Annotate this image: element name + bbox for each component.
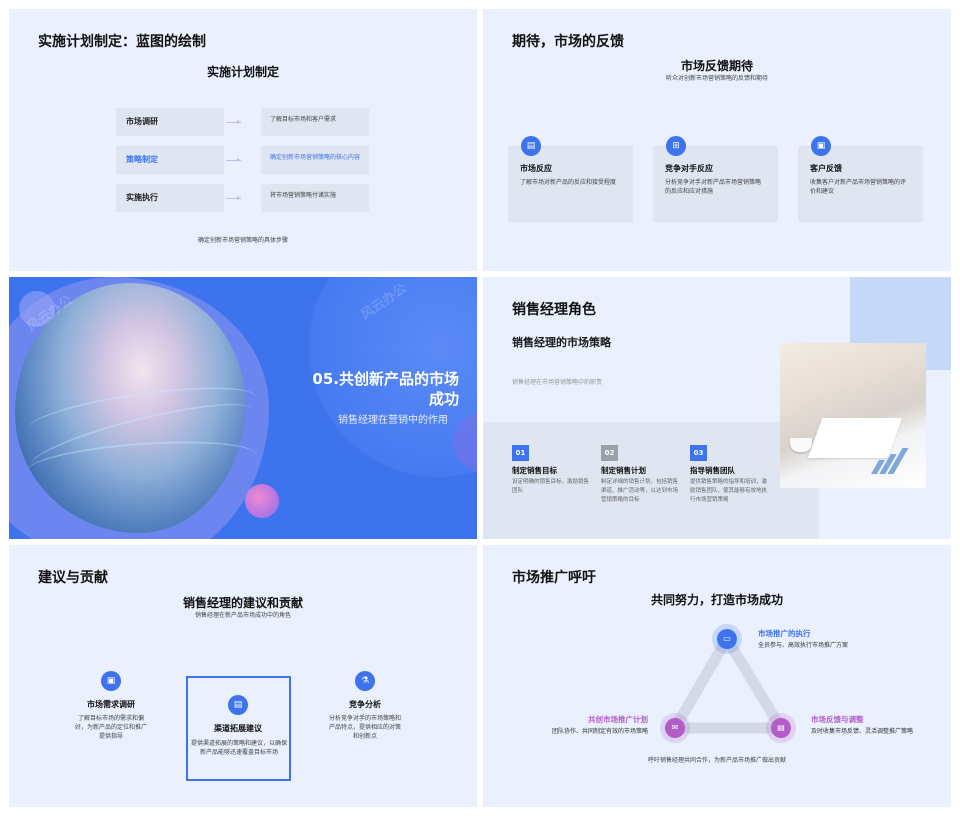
document-icon: ▤ bbox=[521, 136, 541, 156]
slide-sales-manager-role[interactable]: 销售经理角色 销售经理的市场策略 销售经理在市场营销策略中的职责 01 制定销售… bbox=[483, 277, 951, 539]
slide-caption: 销售经理在新产品市场成功中的角色 bbox=[194, 612, 291, 619]
step-description: 了解目标市场和客户需求 bbox=[261, 108, 369, 136]
item-desc: 设定明确的销售目标，激励销售团队 bbox=[512, 479, 590, 494]
card-desc: 了解市场对新产品的反应和接受程度 bbox=[520, 179, 617, 186]
chat-icon: ▭ bbox=[717, 629, 737, 649]
hierarchy-icon: ⊞ bbox=[666, 136, 686, 156]
item-number-badge: 02 bbox=[601, 445, 618, 461]
column-title: 渠道拓展建议 bbox=[214, 724, 262, 733]
item-title: 指导销售团队 bbox=[690, 466, 735, 475]
slide-implementation-plan[interactable]: 实施计划制定：蓝图的绘制 实施计划制定 市场调研 了解目标市场和客户需求 策略制… bbox=[9, 9, 477, 271]
slide-heading: 实施计划制定：蓝图的绘制 bbox=[38, 34, 206, 50]
decorative-sphere bbox=[245, 484, 279, 518]
feedback-card: 竞争对手反应 分析竞争对手对新产品市场营销策略的反应和应对措施 bbox=[653, 146, 778, 222]
slide-market-feedback[interactable]: 期待，市场的反馈 市场反馈期待 听众对创新市场营销策略的反馈和期待 市场反应 了… bbox=[483, 9, 951, 271]
step-description: 将市场营销策略付诸实施 bbox=[261, 184, 369, 212]
node-desc: 全员参与、高效执行市场推广方案 bbox=[758, 642, 849, 649]
slide-subheading: 市场反馈期待 bbox=[680, 59, 753, 73]
feedback-card: 市场反应 了解市场对新产品的反应和接受程度 bbox=[508, 146, 633, 222]
card-title: 竞争对手反应 bbox=[665, 164, 713, 173]
card-title: 市场反应 bbox=[520, 164, 552, 173]
triangle-shape bbox=[669, 633, 787, 734]
document-icon: ▤ bbox=[771, 718, 791, 738]
item-desc: 制定详细的销售计划，包括销售渠道、推广活动等，以达到市场营销策略的目标 bbox=[601, 479, 679, 503]
cup-shape bbox=[790, 438, 812, 452]
slide-subheading: 共同努力，打造市场成功 bbox=[650, 593, 783, 607]
column-title: 竞争分析 bbox=[349, 700, 381, 709]
slide-footer: 确定创新市场营销策略的具体步骤 bbox=[197, 237, 288, 244]
card-title: 客户反馈 bbox=[810, 164, 842, 173]
slide-caption: 销售经理在市场营销策略中的职责 bbox=[512, 379, 603, 386]
step-market-research: 市场调研 bbox=[116, 108, 224, 136]
document-icon: ▤ bbox=[228, 695, 248, 715]
slide-heading: 销售经理角色 bbox=[512, 302, 596, 318]
slide-heading: 建议与贡献 bbox=[38, 570, 108, 586]
slide-market-call[interactable]: 市场推广呼吁 共同努力，打造市场成功 ▭ ✉ ▤ 市场推广的执行 全员参与、高效… bbox=[483, 545, 951, 807]
image-icon: ▣ bbox=[811, 136, 831, 156]
triangle-diagram bbox=[669, 633, 787, 734]
content-band bbox=[483, 422, 819, 539]
item-desc: 提供销售策略的指导和培训，激励销售团队，使其能够有效地执行市场营销策略 bbox=[690, 479, 768, 503]
paper-shape bbox=[807, 418, 903, 458]
slide-section-cover[interactable]: 风云办公 风云办公 05.共创新产品的市场成功 销售经理在营销中的作用 bbox=[9, 277, 477, 539]
slide-subheading: 实施计划制定 bbox=[206, 65, 279, 79]
slide-subheading: 销售经理的建议和贡献 bbox=[182, 596, 303, 610]
abstract-art-image bbox=[15, 283, 259, 533]
column-desc: 了解目标市场的需求和偏好，为新产品的定位和推广提供指导 bbox=[74, 715, 147, 740]
item-number-badge: 03 bbox=[690, 445, 707, 461]
item-title: 制定销售计划 bbox=[601, 466, 646, 475]
decorative-circle bbox=[19, 291, 55, 327]
card-desc: 收集客户对新产品市场营销策略的评价和建议 bbox=[810, 179, 907, 195]
office-desk-photo bbox=[780, 343, 926, 488]
slide-subheading: 销售经理的市场策略 bbox=[512, 336, 611, 349]
node-desc: 团队协作、共同制定有效的市场策略 bbox=[551, 728, 648, 735]
image-icon: ▣ bbox=[101, 671, 121, 691]
item-title: 制定销售目标 bbox=[512, 466, 557, 475]
step-description: 确定创新市场营销策略的核心内容 bbox=[261, 146, 369, 174]
mail-icon: ✉ bbox=[665, 718, 685, 738]
step-strategy: 策略制定 bbox=[116, 146, 224, 174]
slide-footer: 呼吁销售经理共同合作，为新产品市场推广做出贡献 bbox=[647, 757, 786, 764]
slide-heading: 市场推广呼吁 bbox=[512, 570, 596, 586]
highlight-box bbox=[186, 676, 291, 781]
slide-caption: 听众对创新市场营销策略的反馈和期待 bbox=[665, 75, 768, 82]
slide-heading: 期待，市场的反馈 bbox=[512, 34, 624, 50]
node-title: 共创市场推广计划 bbox=[588, 715, 648, 724]
arrow-right-icon bbox=[226, 196, 241, 200]
slide-suggestions[interactable]: 建议与贡献 销售经理的建议和贡献 销售经理在新产品市场成功中的角色 ▣ 市场需求… bbox=[9, 545, 477, 807]
node-title: 市场推广的执行 bbox=[758, 629, 811, 638]
feedback-card: 客户反馈 收集客户对新产品市场营销策略的评价和建议 bbox=[798, 146, 923, 222]
node-title: 市场反馈与调整 bbox=[811, 715, 864, 724]
section-title: 05.共创新产品的市场成功 bbox=[312, 370, 459, 408]
arrow-right-icon bbox=[226, 158, 241, 162]
section-subtitle: 销售经理在营销中的作用 bbox=[338, 415, 448, 426]
node-desc: 及时收集市场反馈、灵活调整推广策略 bbox=[811, 728, 914, 735]
arrow-right-icon bbox=[226, 120, 241, 124]
step-execution: 实施执行 bbox=[116, 184, 224, 212]
column-title: 市场需求调研 bbox=[87, 700, 135, 709]
item-number-badge: 01 bbox=[512, 445, 529, 461]
column-desc: 分析竞争对手的市场策略和产品特点，提供相应的对策和创新点 bbox=[329, 715, 402, 740]
card-desc: 分析竞争对手对新产品市场营销策略的反应和应对措施 bbox=[665, 179, 762, 195]
column-desc: 提供渠道拓展的策略和建议，以确保新产品能够迅速覆盖目标市场 bbox=[190, 740, 287, 756]
flask-icon: ⚗ bbox=[355, 671, 375, 691]
